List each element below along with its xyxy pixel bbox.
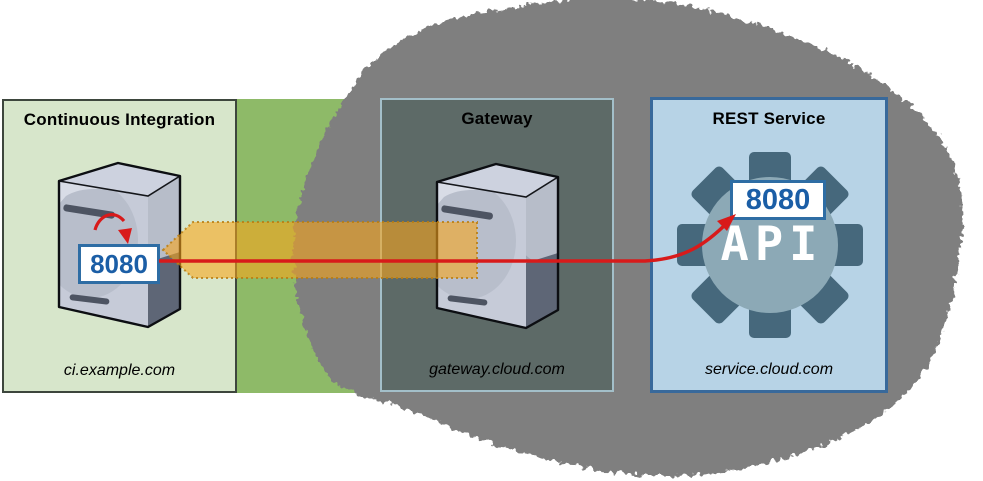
ci-port-badge: 8080 — [78, 244, 160, 284]
ci-outer-zone — [237, 99, 400, 393]
ci-port-label: 8080 — [90, 248, 148, 279]
api-label: API — [720, 217, 824, 272]
ci-hostname: ci.example.com — [63, 362, 176, 379]
rest-zone-title: REST Service — [712, 109, 826, 128]
gateway-hostname: gateway.cloud.com — [429, 361, 565, 378]
rest-port-badge: 8080 — [730, 180, 826, 220]
rest-hostname: service.cloud.com — [704, 361, 834, 378]
zone-gateway: Gateway gateway.cloud.com — [380, 98, 614, 392]
gateway-zone-title: Gateway — [461, 109, 533, 128]
ci-zone-title: Continuous Integration — [23, 110, 216, 129]
rest-port-label: 8080 — [745, 183, 811, 216]
